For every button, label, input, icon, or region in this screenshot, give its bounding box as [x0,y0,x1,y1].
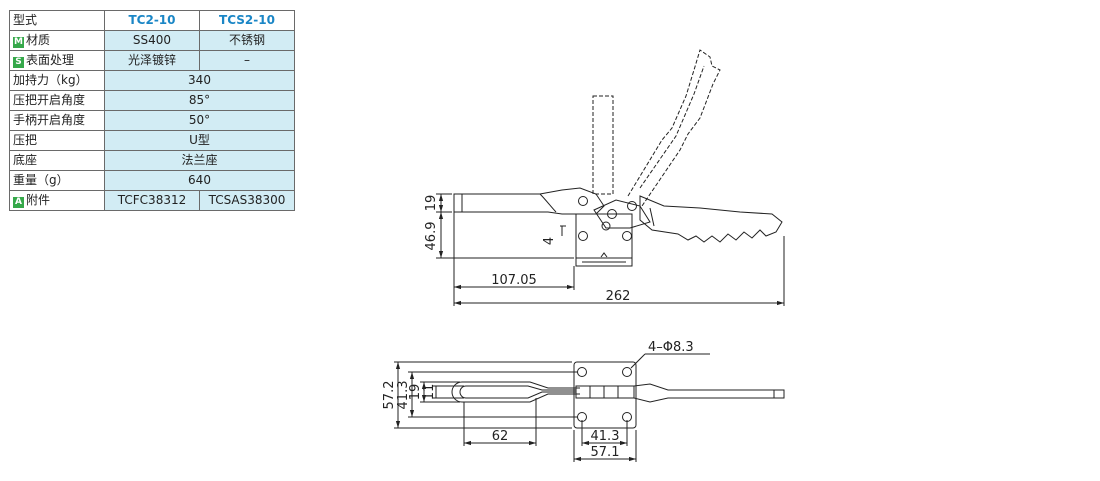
base-block [575,213,633,259]
slot-end [459,385,467,399]
pivot-1-icon [578,196,588,206]
handle-top [633,383,785,403]
model-tcs2-10: TCS2-10 [199,10,295,31]
base-value: 法兰座 [104,150,295,171]
side-view [436,49,785,306]
table-row: 压把 U型 [9,130,295,151]
base-label: 底座 [9,150,105,171]
dim-41-3-v-label: 41.3 [396,381,411,410]
top-view [394,353,785,462]
dim-46-9-label: 46.9 [424,222,439,251]
table-row: 手柄开启角度 50° [9,110,295,131]
dim-62-label: 62 [492,429,509,444]
dim-262-label: 262 [606,289,631,304]
u-bar-bottom [462,393,580,403]
pivot-3-icon [627,201,637,211]
dim-19-v-label: 19 [408,384,423,401]
table-row: 加持力（kg） 340 [9,70,295,91]
surface-label: 表面处理 [26,53,75,67]
open-handle-inner [639,65,705,189]
bar-angle-value: 85° [104,90,295,111]
bar-type-value: U型 [104,130,295,151]
surface-badge-icon: S [13,57,24,68]
hole-leader [630,353,646,369]
hole-2-icon [622,367,632,377]
dim-57-2-label: 57.2 [382,381,397,410]
accessory-label: 附件 [26,193,51,207]
pivot-5-icon [622,231,632,241]
surface-tc: 光泽镀锌 [104,50,200,71]
flange-plate [573,361,637,429]
base-flange [575,257,633,267]
model-tc2-10: TC2-10 [104,10,200,31]
side-view-labels: 19 46.9 4 107.05 262 [424,195,630,304]
top-view-labels: 4–Φ8.3 57.2 41.3 19 11 62 41.3 57.1 [382,340,694,460]
handle-angle-label: 手柄开启角度 [9,110,105,131]
arm-curve [539,193,557,213]
slot-bottom [466,391,576,399]
handle-grip-line [649,207,655,227]
u-bar-top [462,381,580,389]
open-bar-outline [592,95,614,195]
pivot-2-icon [607,209,617,219]
slot-top [466,385,576,391]
u-bar-end [451,381,463,403]
open-handle-outline [627,49,721,207]
material-tcs: 不锈钢 [199,30,295,51]
model-label: 型式 [9,10,105,31]
surface-tcs: – [199,50,295,71]
linkage [593,199,651,229]
table-row: 底座 法兰座 [9,150,295,171]
pivot-6-icon [601,221,611,231]
hole-spec-label: 4–Φ8.3 [648,340,694,355]
handle [639,195,783,243]
material-tc: SS400 [104,30,200,51]
dim-107-05-label: 107.05 [491,273,537,288]
hole-1-icon [577,367,587,377]
dim-11-label: 11 [422,384,437,401]
table-header-row: 型式 TC2-10 TCS2-10 [9,10,295,31]
clamping-force-label: 加持力（kg） [9,70,105,91]
accessory-tcs: TCSAS38300 [199,190,295,211]
table-row: 压把开启角度 85° [9,90,295,111]
accessory-badge-icon: A [13,197,24,208]
bar-type-label: 压把 [9,130,105,151]
weight-label: 重量（g） [9,170,105,191]
dim-41-3-h-label: 41.3 [591,429,620,444]
dim-19-label: 19 [424,195,439,212]
material-label: 材质 [26,33,51,47]
handle-angle-value: 50° [104,110,295,131]
clamp-arm [453,187,605,215]
body-bar [575,385,635,399]
clamping-force-value: 340 [104,70,295,91]
dim-4-label: 4 [542,237,557,245]
base-mark [600,252,608,258]
dim-57-1-label: 57.1 [591,445,620,460]
material-badge-icon: M [13,37,24,48]
pivot-4-icon [578,231,588,241]
